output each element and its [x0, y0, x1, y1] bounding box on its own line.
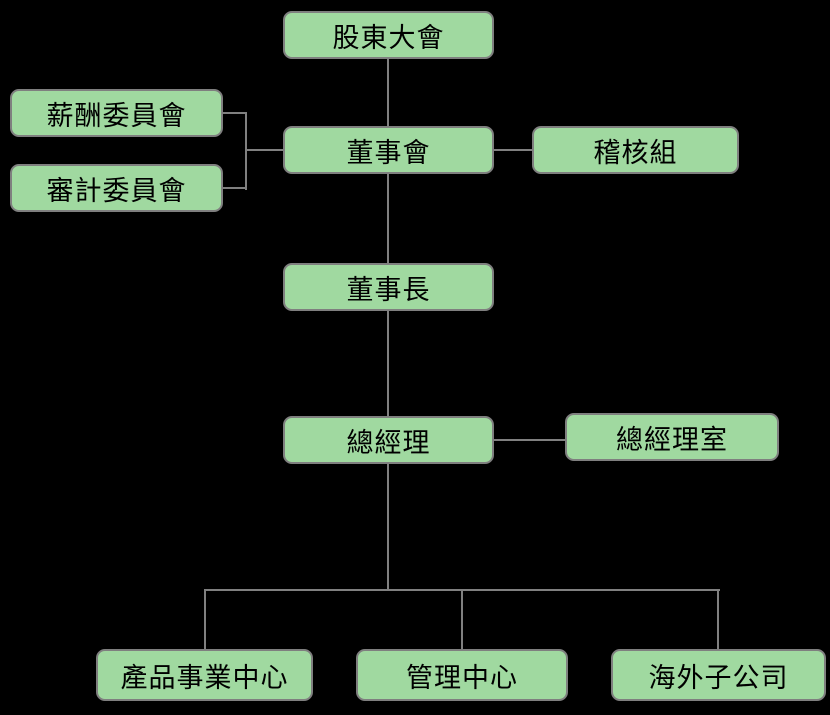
- node-management-center: 管理中心: [356, 649, 568, 701]
- node-label-general-manager: 總經理: [346, 427, 431, 459]
- node-label-audit-committee: 審計委員會: [46, 175, 187, 207]
- connector-shareholders-board: [387, 59, 389, 126]
- node-label-management-center: 管理中心: [406, 662, 518, 694]
- node-compensation-committee: 薪酬委員會: [10, 89, 223, 137]
- connector-committee-bracket: [245, 112, 247, 190]
- node-label-product-business-center: 產品事業中心: [120, 662, 289, 694]
- node-label-board-of-directors: 董事會: [346, 137, 431, 169]
- node-label-shareholders-meeting: 股東大會: [332, 22, 445, 54]
- connector-compensation-bracket: [223, 112, 247, 114]
- connector-bracket-board: [245, 149, 283, 151]
- node-label-overseas-subsidiary: 海外子公司: [648, 662, 789, 694]
- node-chairman: 董事長: [283, 263, 494, 311]
- connector-bus-product: [204, 589, 206, 649]
- connector-gm-bus: [387, 464, 389, 590]
- node-board-of-directors: 董事會: [283, 126, 494, 174]
- connector-chairman-gm: [387, 311, 389, 416]
- node-general-manager: 總經理: [283, 416, 494, 464]
- connector-bus-management: [461, 589, 463, 649]
- node-audit-group: 稽核組: [532, 126, 739, 174]
- node-overseas-subsidiary: 海外子公司: [611, 649, 826, 701]
- connector-bus-overseas: [717, 589, 719, 649]
- connector-board-chairman: [387, 174, 389, 263]
- node-general-manager-office: 總經理室: [565, 413, 779, 461]
- node-label-chairman: 董事長: [346, 274, 431, 306]
- node-shareholders-meeting: 股東大會: [283, 11, 494, 59]
- node-product-business-center: 產品事業中心: [96, 649, 313, 701]
- connector-gm-office: [494, 439, 565, 441]
- connector-auditcommittee-bracket: [223, 187, 247, 189]
- connector-board-auditgroup: [494, 149, 532, 151]
- node-label-general-manager-office: 總經理室: [616, 424, 728, 456]
- node-label-audit-group: 稽核組: [593, 137, 678, 169]
- node-audit-committee: 審計委員會: [10, 164, 223, 212]
- node-label-compensation-committee: 薪酬委員會: [46, 100, 187, 132]
